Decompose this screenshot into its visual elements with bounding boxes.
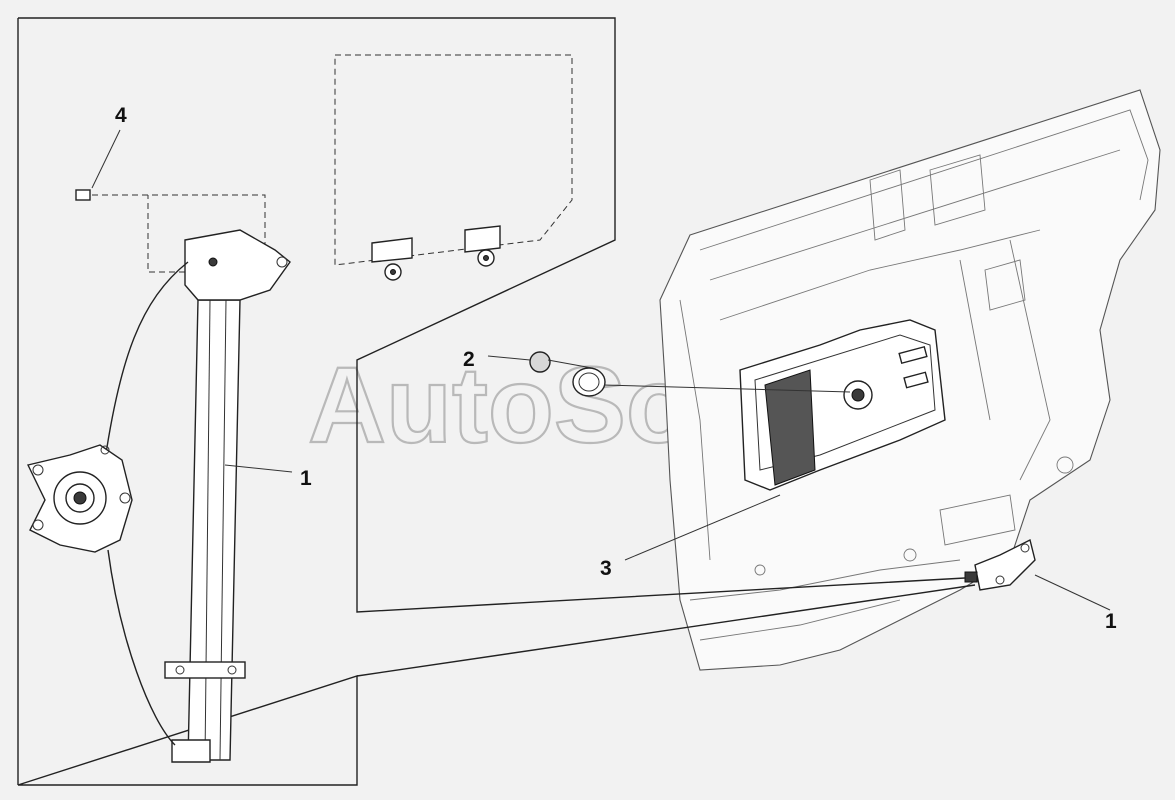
- regulator-assembly-detail: [104, 229, 291, 763]
- callout-2: 2: [463, 348, 475, 371]
- callout-1-right: 1: [1105, 610, 1117, 633]
- regulator-bracket-installed: [964, 538, 1036, 591]
- detail-frame: [17, 17, 976, 786]
- regulator-drum-detail: [26, 444, 133, 553]
- callout-1-left: 1: [300, 467, 312, 490]
- callout-3: 3: [600, 557, 612, 580]
- callout-4: 4: [115, 104, 127, 127]
- window-glass-outline: [334, 54, 573, 281]
- leader-lines: [91, 129, 1111, 611]
- grommet-part-2: [529, 351, 851, 397]
- regulator-module-installed: [739, 319, 946, 491]
